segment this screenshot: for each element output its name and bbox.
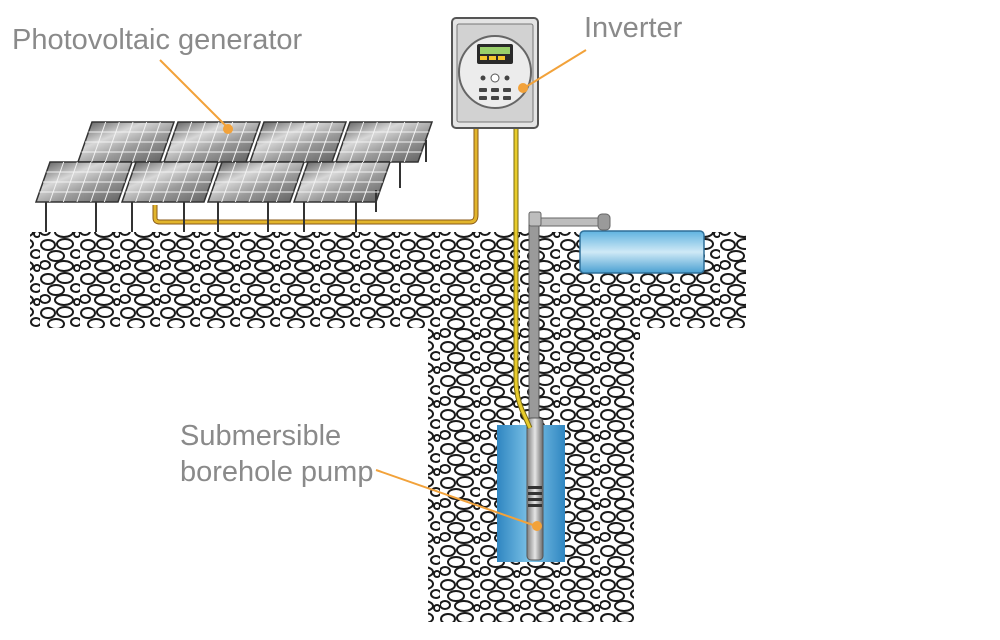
label-submersible-borehole-pump: Submersible borehole pump (180, 418, 373, 490)
label-photovoltaic-generator: Photovoltaic generator (12, 24, 303, 56)
label-inverter: Inverter (584, 12, 683, 44)
callout-inverter (523, 49, 587, 89)
power-cables (152, 125, 533, 430)
submersible-pump (526, 417, 544, 561)
label-pump-line2: borehole pump (180, 456, 374, 488)
pv-cell-grid (39, 121, 429, 203)
callout-lines (159, 49, 587, 531)
label-pump-line1: Submersible (180, 420, 342, 452)
keypad-icon (479, 73, 511, 100)
inverter (451, 17, 539, 129)
lcd-display-icon (477, 44, 513, 64)
riser-pipe (528, 211, 611, 425)
water-tank (579, 230, 705, 274)
callout-pump (375, 469, 537, 527)
callout-pv (159, 59, 229, 129)
